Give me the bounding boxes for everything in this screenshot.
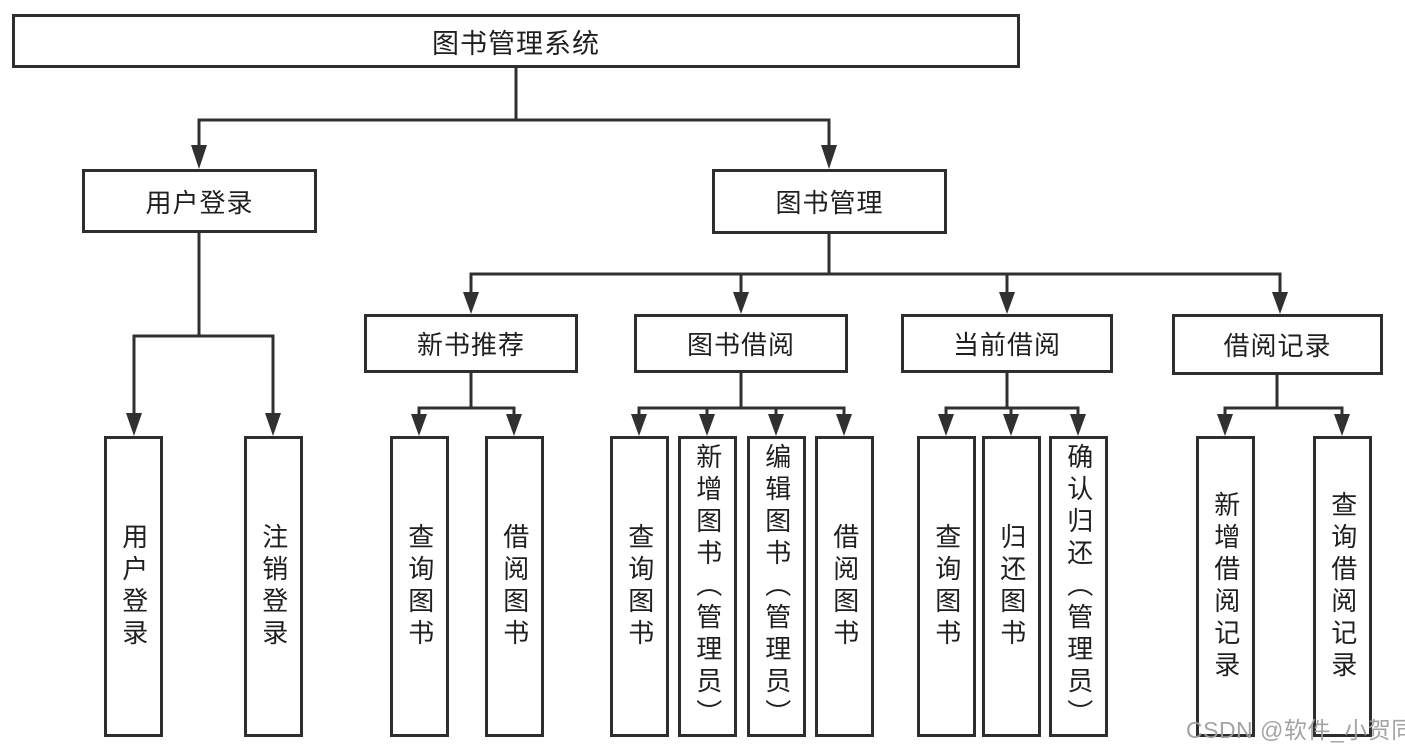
leaf-borrow-books-borrowing: 借阅图书 — [815, 436, 874, 737]
arrowhead — [938, 414, 954, 436]
leaf-query-books-borrowing: 查询图书 — [610, 436, 669, 737]
leaf-edit-books-admin: 编辑图书（管理员） — [747, 436, 806, 737]
arrowhead — [1334, 414, 1350, 436]
leaf-confirm-return-admin: 确认归还（管理员） — [1049, 436, 1108, 737]
node-label: 图书管理系统 — [432, 28, 600, 59]
leaf-label: 注销登录 — [258, 522, 289, 651]
leaf-add-borrow-record: 新增借阅记录 — [1196, 436, 1255, 737]
arrowhead — [126, 413, 142, 436]
node-book-borrowing: 图书借阅 — [634, 314, 848, 373]
arrowhead — [265, 413, 281, 436]
connector-root-branch — [197, 68, 831, 148]
leaf-label: 借阅图书 — [499, 522, 530, 651]
arrowhead — [463, 292, 479, 314]
node-label: 图书管理 — [775, 188, 884, 218]
arrowhead — [836, 414, 852, 436]
leaf-label: 确认归还（管理员） — [1063, 442, 1094, 731]
arrowhead — [768, 414, 784, 436]
leaf-query-books-recommend: 查询图书 — [390, 436, 449, 737]
node-current-borrowing: 当前借阅 — [901, 314, 1113, 373]
node-new-book-recommend: 新书推荐 — [364, 314, 578, 373]
leaf-add-books-admin: 新增图书（管理员） — [678, 436, 737, 737]
leaf-label: 查询图书 — [404, 522, 435, 651]
node-label: 当前借阅 — [952, 330, 1061, 360]
node-label: 借阅记录 — [1223, 331, 1332, 361]
arrowhead — [821, 145, 837, 169]
leaf-label: 编辑图书（管理员） — [761, 442, 792, 731]
leaf-label: 查询图书 — [931, 522, 962, 651]
node-borrowing-records: 借阅记录 — [1172, 314, 1383, 375]
leaf-query-books-current: 查询图书 — [917, 436, 976, 737]
leaf-query-borrow-record: 查询借阅记录 — [1313, 436, 1372, 737]
watermark: CSDN @软件_小贺同学 — [1186, 717, 1405, 743]
arrowhead — [999, 292, 1015, 314]
node-book-management: 图书管理 — [712, 169, 947, 234]
leaf-label: 查询图书 — [624, 522, 655, 651]
arrowhead — [191, 145, 207, 169]
arrowhead — [733, 292, 749, 314]
arrowhead — [411, 414, 427, 436]
connector-book-management-branch — [469, 233, 1282, 296]
node-user-login: 用户登录 — [82, 169, 317, 233]
node-label: 图书借阅 — [686, 330, 795, 360]
leaf-label: 新增图书（管理员） — [692, 442, 723, 731]
arrowhead — [1217, 414, 1233, 436]
connector-user-login-branch — [132, 233, 275, 416]
arrowhead — [1070, 414, 1086, 436]
leaf-label: 归还图书 — [996, 522, 1027, 651]
arrowheads — [126, 145, 1350, 436]
leaf-label: 查询借阅记录 — [1327, 490, 1358, 683]
leaf-label: 新增借阅记录 — [1210, 490, 1241, 683]
node-library-system: 图书管理系统 — [12, 14, 1020, 68]
leaf-borrow-books-recommend: 借阅图书 — [485, 436, 544, 737]
arrowhead — [631, 414, 647, 436]
node-label: 用户登录 — [145, 187, 254, 218]
leaf-user-login: 用户登录 — [104, 436, 163, 737]
arrowhead — [1272, 292, 1288, 314]
arrowhead — [699, 414, 715, 436]
connector-level3-branches — [417, 373, 1344, 418]
node-label: 新书推荐 — [416, 330, 525, 360]
arrowhead — [1003, 414, 1019, 436]
arrowhead — [506, 414, 522, 436]
leaf-return-books: 归还图书 — [982, 436, 1041, 737]
leaf-label: 用户登录 — [118, 522, 149, 651]
leaf-label: 借阅图书 — [829, 522, 860, 651]
leaf-logout: 注销登录 — [244, 436, 303, 737]
